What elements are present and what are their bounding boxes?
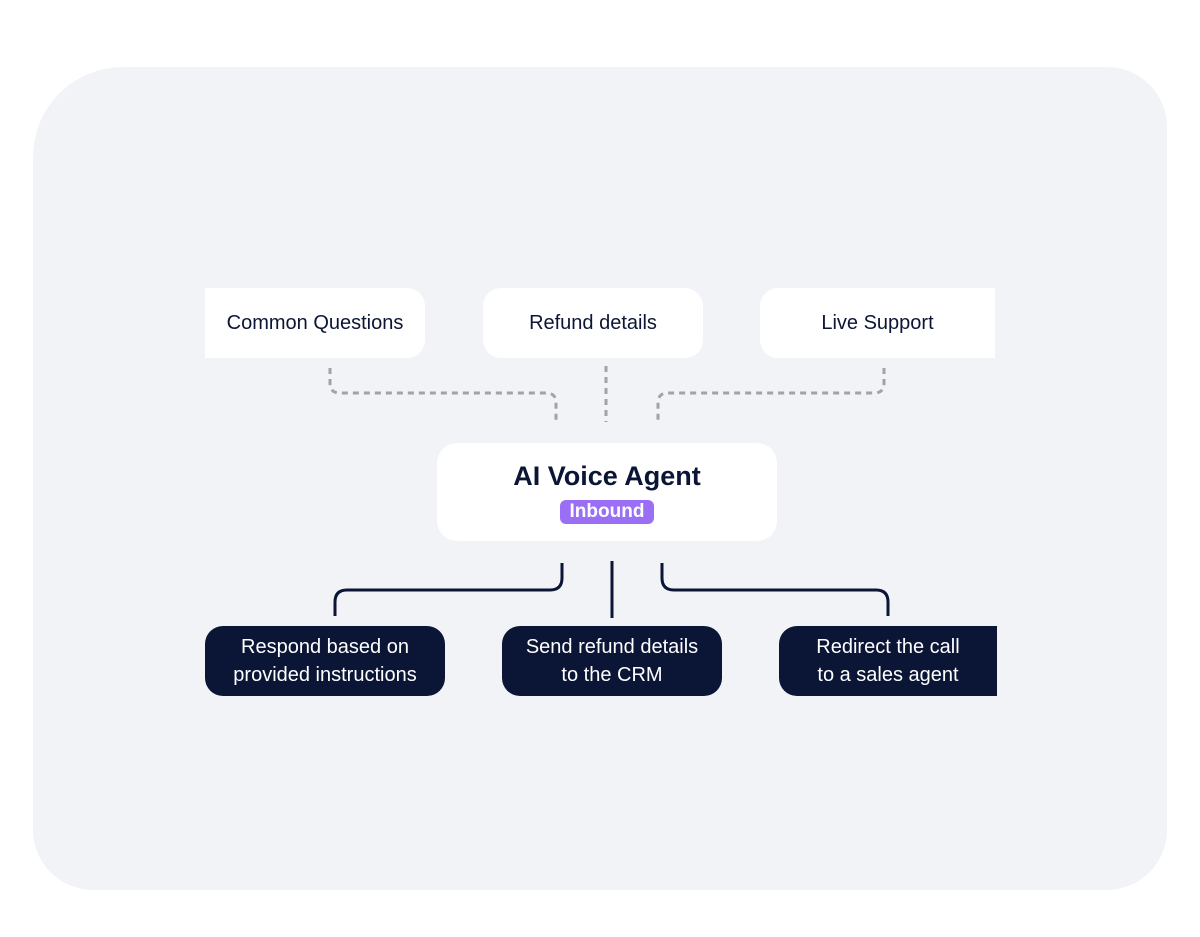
input-live-support: Live Support <box>760 288 995 358</box>
output-redirect: Redirect the call to a sales agent <box>779 626 997 696</box>
output-send-refund: Send refund details to the CRM <box>502 626 722 696</box>
dotted-connector-common-questions <box>328 368 558 422</box>
input-label: Refund details <box>529 311 657 334</box>
dotted-connector-live-support <box>656 368 886 422</box>
solid-connector-redirect <box>660 563 890 616</box>
input-label: Live Support <box>821 311 934 334</box>
output-respond: Respond based on provided instructions <box>205 626 445 696</box>
output-line: Respond based on <box>241 636 409 658</box>
solid-connector-respond <box>333 563 564 616</box>
output-line: provided instructions <box>233 664 417 686</box>
agent-title: AI Voice Agent <box>513 460 701 491</box>
output-line: Send refund details <box>525 636 699 658</box>
output-line: to the CRM <box>561 664 663 686</box>
input-refund-details: Refund details <box>483 288 703 358</box>
input-label: Common Questions <box>226 311 404 334</box>
ai-voice-agent-node: AI Voice Agent Inbound <box>437 443 777 541</box>
output-line: to a sales agent <box>817 664 959 686</box>
inbound-badge: Inbound <box>559 499 655 524</box>
output-line: Redirect the call <box>816 636 960 658</box>
input-common-questions: Common Questions <box>205 288 425 358</box>
